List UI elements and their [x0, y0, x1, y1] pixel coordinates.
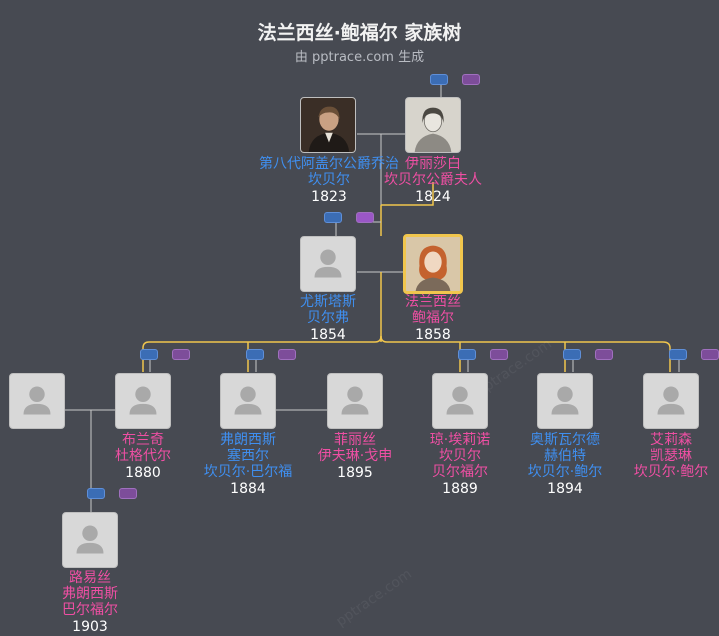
person-name: 第八代阿盖尔公爵乔治	[259, 156, 399, 172]
female-toggle-chip[interactable]	[172, 349, 190, 360]
person-label: 布兰奇 杜格代尔 1880	[63, 432, 223, 481]
person-name: 奥斯瓦尔德	[530, 432, 600, 448]
birth-year: 1884	[230, 481, 266, 497]
person-name: 菲丽丝	[334, 432, 376, 448]
page-title: 法兰西丝·鲍福尔 家族树	[257, 22, 462, 44]
person-label: 伊丽莎白 坎贝尔公爵夫人 1824	[353, 156, 513, 205]
portrait-icon	[406, 98, 460, 152]
person-card-duke-argyll[interactable]	[300, 97, 356, 153]
birth-year: 1889	[442, 481, 478, 497]
birth-year: 1895	[337, 465, 373, 481]
person-placeholder-icon	[314, 249, 342, 278]
person-label: 路易丝 弗朗西斯 巴尔福尔 1903	[10, 570, 170, 635]
person-placeholder-icon	[446, 386, 474, 415]
person-card-louise-balfour[interactable]	[62, 512, 118, 568]
person-name: 贝尔弗	[307, 310, 349, 326]
person-name: 琼·埃莉诺	[429, 432, 491, 448]
person-name: 尤斯塔斯	[300, 294, 356, 310]
person-name: 巴尔福尔	[62, 602, 118, 618]
person-name: 坎贝尔·鲍尔	[633, 464, 709, 480]
female-toggle-chip[interactable]	[278, 349, 296, 360]
person-label: 法兰西丝 鲍福尔 1858	[353, 294, 513, 343]
person-name: 弗朗西斯	[62, 586, 118, 602]
female-toggle-chip[interactable]	[490, 349, 508, 360]
female-toggle-chip[interactable]	[462, 74, 480, 85]
male-toggle-chip[interactable]	[430, 74, 448, 85]
person-name: 坎贝尔公爵夫人	[384, 172, 482, 188]
male-toggle-chip[interactable]	[563, 349, 581, 360]
person-placeholder-icon	[657, 386, 685, 415]
person-label: 奥斯瓦尔德 赫伯特 坎贝尔·鲍尔 1894	[485, 432, 645, 497]
birth-year: 1894	[547, 481, 583, 497]
person-card-oswald-balfour[interactable]	[537, 373, 593, 429]
person-card-joan-balfour[interactable]	[432, 373, 488, 429]
person-card-blanche-dugdale[interactable]	[115, 373, 171, 429]
male-toggle-chip[interactable]	[246, 349, 264, 360]
person-card-spouse[interactable]	[9, 373, 65, 429]
person-name: 塞西尔	[227, 448, 269, 464]
person-name: 坎贝尔	[439, 448, 481, 464]
person-label: 菲丽丝 伊夫琳·戈申 1895	[275, 432, 435, 481]
female-toggle-chip[interactable]	[356, 212, 374, 223]
male-toggle-chip[interactable]	[458, 349, 476, 360]
person-name: 贝尔福尔	[432, 464, 488, 480]
birth-year: 1823	[311, 189, 347, 205]
person-card-alison-balfour[interactable]	[643, 373, 699, 429]
person-name: 赫伯特	[544, 448, 586, 464]
birth-year: 1858	[415, 327, 451, 343]
male-toggle-chip[interactable]	[140, 349, 158, 360]
person-name: 艾莉森	[650, 432, 692, 448]
person-label: 尤斯塔斯 贝尔弗 1854	[248, 294, 408, 343]
person-name: 伊丽莎白	[405, 156, 461, 172]
person-name: 鲍福尔	[412, 310, 454, 326]
person-name: 布兰奇	[122, 432, 164, 448]
person-placeholder-icon	[76, 525, 104, 554]
person-label: 弗朗西斯 塞西尔 坎贝尔·巴尔福 1884	[168, 432, 328, 497]
female-toggle-chip[interactable]	[119, 488, 137, 499]
person-name: 坎贝尔	[308, 172, 350, 188]
person-name: 凯瑟琳	[650, 448, 692, 464]
person-label: 第八代阿盖尔公爵乔治 坎贝尔 1823	[249, 156, 409, 205]
person-card-francis-balfour[interactable]	[220, 373, 276, 429]
birth-year: 1824	[415, 189, 451, 205]
person-name: 坎贝尔·巴尔福	[203, 464, 293, 480]
person-label: 艾莉森 凯瑟琳 坎贝尔·鲍尔	[591, 432, 719, 480]
person-card-phyllis-goschen[interactable]	[327, 373, 383, 429]
female-toggle-chip[interactable]	[595, 349, 613, 360]
portrait-icon	[406, 237, 460, 291]
person-card-elizabeth-campbell[interactable]	[405, 97, 461, 153]
person-placeholder-icon	[129, 386, 157, 415]
person-name: 杜格代尔	[115, 448, 171, 464]
person-card-frances-balfour[interactable]	[403, 234, 463, 294]
person-placeholder-icon	[234, 386, 262, 415]
person-name: 路易丝	[69, 570, 111, 586]
person-name: 坎贝尔·鲍尔	[527, 464, 603, 480]
portrait-icon	[301, 98, 355, 152]
person-placeholder-icon	[23, 386, 51, 415]
person-placeholder-icon	[551, 386, 579, 415]
person-label: 琼·埃莉诺 坎贝尔 贝尔福尔 1889	[380, 432, 540, 497]
female-toggle-chip[interactable]	[701, 349, 719, 360]
birth-year: 1903	[72, 619, 108, 635]
male-toggle-chip[interactable]	[324, 212, 342, 223]
person-name: 伊夫琳·戈申	[317, 448, 393, 464]
person-name: 弗朗西斯	[220, 432, 276, 448]
person-name: 法兰西丝	[405, 294, 461, 310]
birth-year: 1880	[125, 465, 161, 481]
male-toggle-chip[interactable]	[87, 488, 105, 499]
birth-year: 1854	[310, 327, 346, 343]
male-toggle-chip[interactable]	[669, 349, 687, 360]
person-card-eustace-balfour[interactable]	[300, 236, 356, 292]
person-placeholder-icon	[341, 386, 369, 415]
page-subtitle: 由 pptrace.com 生成	[294, 50, 425, 65]
